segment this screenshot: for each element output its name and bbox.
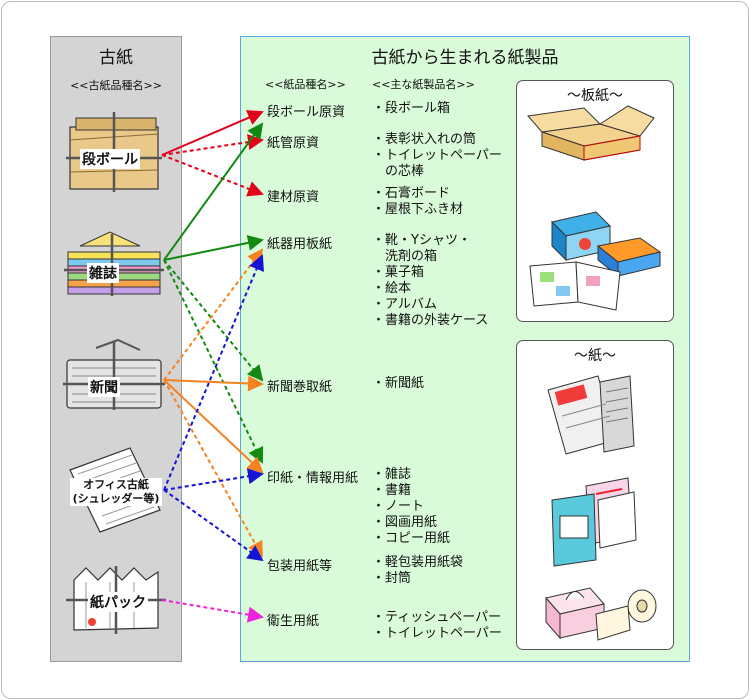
paper-type-header: <<紙品種名>>: [265, 78, 346, 91]
flow-arrow: [161, 134, 264, 156]
product-item: ・ノート: [372, 499, 425, 514]
paper-boxes-icon: [551, 211, 662, 278]
paperboard-box-title: ～板紙～: [567, 88, 623, 104]
flow-arrow: [163, 468, 264, 491]
product-item: ・コピー用紙: [372, 531, 451, 546]
product-item: ・靴・Yシャツ・: [372, 233, 471, 248]
source-label: 雑誌: [87, 263, 119, 283]
flow-arrow: [163, 375, 264, 392]
flow-arrow: [163, 234, 264, 261]
product-list: ・ティッシュペーパー ・トイレットペーパー: [372, 610, 502, 642]
flow-arrow: [163, 379, 263, 558]
flow-arrow: [163, 259, 264, 464]
product-item: 洗剤の箱: [372, 249, 438, 264]
product-item: ・図画用紙: [372, 515, 438, 530]
category-label: 新聞巻取紙: [267, 380, 333, 395]
paper-box-title: ～紙～: [574, 348, 616, 364]
category-label: 紙器用板紙: [267, 237, 333, 252]
product-list: ・靴・Yシャツ・ 洗剤の箱 ・菓子箱 ・絵本 ・アルバム ・書籍の外装ケース: [372, 233, 488, 329]
product-list: ・段ボール箱: [372, 101, 450, 117]
product-item: ・軽包装用紙袋: [372, 555, 464, 570]
product-item: ・石膏ボード: [372, 186, 451, 201]
category-label: 包装用紙等: [267, 559, 333, 574]
product-item: ・アルバム: [372, 297, 438, 312]
product-item: ・屋根下ふき材: [372, 202, 464, 217]
flow-arrow: [161, 110, 264, 156]
product-item: の芯棒: [372, 164, 425, 179]
product-item: ・菓子箱: [372, 265, 425, 280]
newspapers-icon: [547, 375, 635, 455]
source-label: 段ボール: [80, 149, 140, 169]
product-item: ・絵本: [372, 281, 412, 296]
product-list: ・雑誌 ・書籍 ・ノート ・図画用紙 ・コピー用紙: [372, 467, 450, 547]
product-name-header: <<主な紙製品名>>: [372, 78, 475, 91]
flow-arrow: [163, 379, 264, 474]
toilet-roll-icon: [595, 589, 657, 641]
category-label: 段ボール原資: [267, 105, 346, 120]
product-item: ・ティッシュペーパー: [372, 610, 502, 625]
product-list: ・新聞紙: [372, 376, 424, 392]
flow-arrow: [163, 259, 264, 382]
flow-arrow: [163, 254, 264, 491]
category-label: 紙管原資: [267, 136, 320, 151]
cardboard-box-icon: [527, 105, 655, 161]
category-label: 印紙・情報用紙: [267, 471, 359, 486]
product-list: ・石膏ボード ・屋根下ふき材: [372, 186, 463, 218]
category-label: 建材原資: [267, 190, 320, 205]
product-item: ・雑誌: [372, 467, 412, 482]
notebooks-icon: [551, 477, 637, 567]
product-list: ・軽包装用紙袋 ・封筒: [372, 555, 463, 587]
product-item: ・書籍の外装ケース: [372, 313, 489, 328]
product-item: ・封筒: [372, 571, 412, 586]
category-label: 衛生用紙: [267, 614, 320, 629]
picture-book-icon: [529, 261, 621, 311]
product-item: ・トイレットペーパー: [372, 626, 502, 641]
flow-arrow: [163, 122, 264, 261]
product-item: ・新聞紙: [372, 376, 425, 391]
product-item: ・書籍: [372, 483, 412, 498]
product-list: ・表彰状入れの筒 ・トイレットペーパー の芯棒: [372, 132, 502, 180]
wastepaper-title: 古紙: [99, 48, 133, 68]
source-label: 新聞: [88, 377, 120, 397]
product-item: ・表彰状入れの筒: [372, 132, 477, 147]
tissue-box-icon: [545, 587, 605, 640]
flow-arrow: [161, 154, 264, 197]
source-label-line: オフィス古紙: [83, 478, 149, 491]
source-label: 紙パック: [88, 592, 148, 612]
flow-arrow: [161, 599, 264, 623]
flow-arrow: [163, 489, 264, 562]
flow-arrow: [163, 248, 264, 381]
wastepaper-subtitle: <<古紙品種名>>: [70, 79, 162, 92]
source-label: オフィス古紙 (シュレッダー等): [70, 478, 162, 506]
product-item: ・段ボール箱: [372, 101, 451, 116]
products-title: 古紙から生まれる紙製品: [371, 48, 559, 68]
product-item: ・トイレットペーパー: [372, 148, 502, 163]
source-label-line: (シュレッダー等): [72, 492, 160, 505]
